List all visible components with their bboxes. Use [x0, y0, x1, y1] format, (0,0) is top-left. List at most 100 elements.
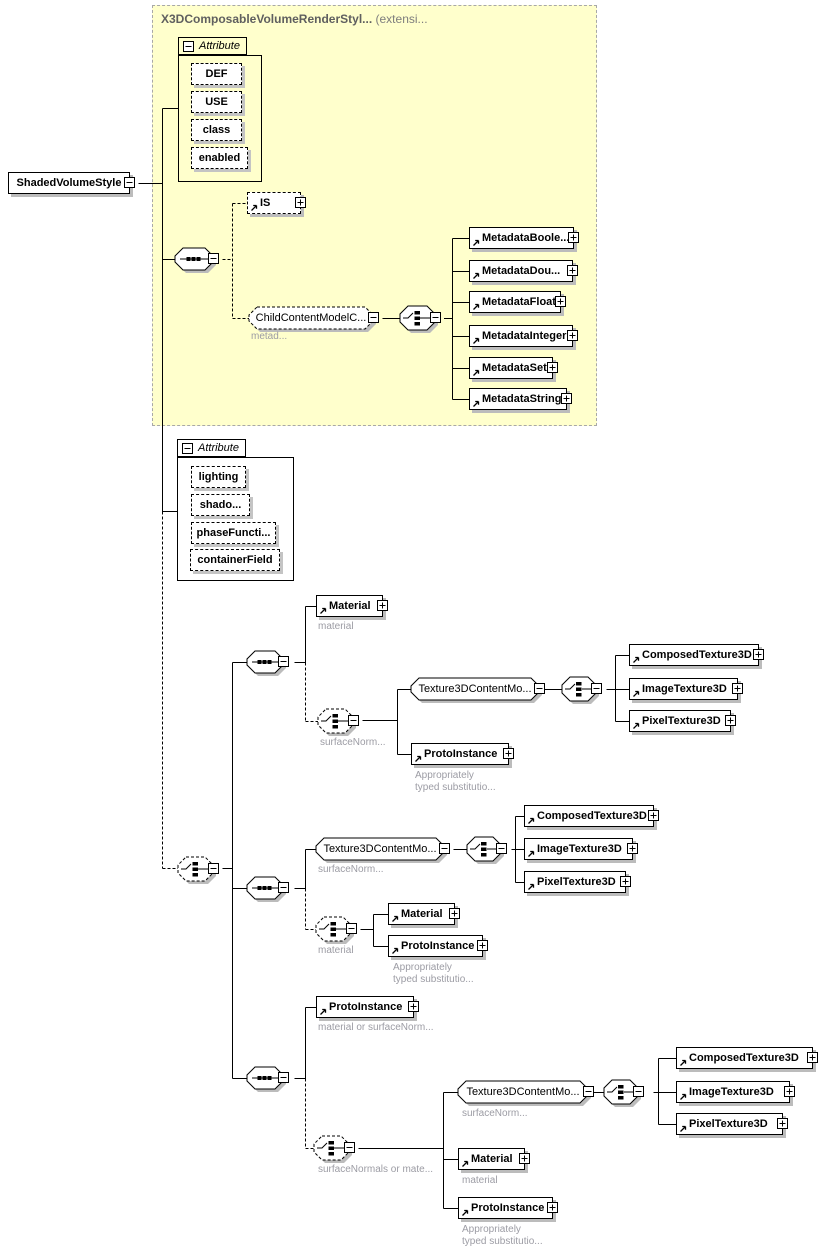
expand-icon[interactable]	[627, 843, 638, 854]
expand-icon[interactable]	[561, 393, 572, 404]
choice-icon[interactable]	[399, 305, 441, 333]
collapse-icon[interactable]	[534, 683, 545, 694]
collapse-icon[interactable]	[278, 656, 289, 667]
element-material-2[interactable]: Material	[388, 903, 460, 925]
attribute-class[interactable]: class	[191, 119, 242, 141]
sequence-icon[interactable]	[174, 247, 219, 273]
collapse-icon[interactable]	[182, 442, 193, 454]
expand-icon[interactable]	[408, 1001, 419, 1012]
model-texture3dcontent-3[interactable]: Texture3DContentMo...	[457, 1080, 594, 1106]
expand-icon[interactable]	[449, 908, 460, 919]
attribute-use[interactable]: USE	[191, 91, 242, 113]
element-protoinstance-1[interactable]: ProtoInstance	[411, 743, 514, 765]
collapse-icon[interactable]	[348, 715, 359, 726]
element-metadataboolean[interactable]: MetadataBoole...	[469, 227, 579, 249]
collapse-icon[interactable]	[591, 683, 602, 694]
attribute-phasefunction[interactable]: phaseFuncti...	[191, 522, 276, 544]
element-composedtexture3d-2[interactable]: ComposedTexture3D	[524, 805, 659, 827]
element-material-3[interactable]: Material	[458, 1148, 530, 1170]
element-metadatafloat[interactable]: MetadataFloat	[469, 291, 566, 313]
element-imagetexture3d-1[interactable]: ImageTexture3D	[629, 678, 743, 700]
element-ref-arrow-icon	[527, 882, 536, 891]
expand-icon[interactable]	[807, 1052, 818, 1063]
collapse-icon[interactable]	[124, 177, 135, 188]
element-label: ProtoInstance	[424, 748, 498, 760]
model-texture3dcontent-2[interactable]: Texture3DContentMo...	[315, 837, 450, 863]
expand-icon[interactable]	[568, 232, 579, 243]
model-childcontentmodel[interactable]: ChildContentModelC...	[248, 306, 379, 332]
expand-icon[interactable]	[377, 600, 388, 611]
element-material-1[interactable]: Material	[316, 595, 388, 617]
expand-icon[interactable]	[777, 1118, 788, 1129]
sequence-icon-2[interactable]	[246, 876, 289, 902]
choice-icon-texture-2[interactable]	[466, 836, 507, 864]
choice-icon-main[interactable]	[177, 856, 219, 884]
attribute-group-base-tab[interactable]: Attribute	[178, 37, 247, 55]
solid-connectors	[138, 108, 676, 1209]
sequence-icon-1[interactable]	[246, 650, 289, 676]
element-pixeltexture3d-2[interactable]: PixelTexture3D	[524, 871, 631, 893]
expand-icon[interactable]	[620, 876, 631, 887]
choice-icon-texture-1[interactable]	[561, 676, 602, 704]
element-label: Material	[329, 600, 371, 612]
expand-icon[interactable]	[648, 810, 659, 821]
choice-icon-texture-3[interactable]	[603, 1079, 644, 1107]
choice-icon-surfacenormals-1[interactable]	[317, 708, 359, 736]
expand-icon[interactable]	[732, 683, 743, 694]
collapse-icon[interactable]	[278, 882, 289, 893]
element-metadatainteger[interactable]: MetadataInteger	[469, 325, 578, 347]
attribute-enabled[interactable]: enabled	[191, 147, 248, 169]
choice-icon-material-2[interactable]	[315, 916, 357, 944]
expand-icon[interactable]	[503, 748, 514, 759]
collapse-icon[interactable]	[368, 312, 379, 323]
attribute-shadows[interactable]: shado...	[191, 494, 250, 516]
collapse-icon[interactable]	[346, 923, 357, 934]
element-metadatadouble[interactable]: MetadataDou...	[469, 260, 578, 282]
element-protoinstance-2[interactable]: ProtoInstance	[388, 935, 488, 957]
attribute-def[interactable]: DEF	[191, 63, 242, 85]
model-texture3dcontent-1[interactable]: Texture3DContentMo...	[410, 677, 545, 703]
collapse-icon[interactable]	[208, 863, 219, 874]
expand-icon[interactable]	[567, 265, 578, 276]
sequence-icon-3[interactable]	[246, 1066, 289, 1092]
element-protoinstance-3-top[interactable]: ProtoInstance	[316, 996, 419, 1018]
collapse-icon[interactable]	[583, 1086, 594, 1097]
element-composedtexture3d-1[interactable]: ComposedTexture3D	[629, 644, 764, 666]
attribute-lighting[interactable]: lighting	[191, 466, 246, 488]
collapse-icon[interactable]	[439, 843, 450, 854]
expand-icon[interactable]	[477, 940, 488, 951]
collapse-icon[interactable]	[496, 843, 507, 854]
collapse-icon[interactable]	[633, 1086, 644, 1097]
element-metadataset[interactable]: MetadataSet	[469, 357, 558, 379]
element-ref-arrow-icon	[391, 914, 400, 923]
expand-icon[interactable]	[555, 296, 566, 307]
expand-icon[interactable]	[547, 362, 558, 373]
expand-icon[interactable]	[753, 649, 764, 660]
attribute-group-main-tab[interactable]: Attribute	[177, 439, 246, 457]
expand-icon[interactable]	[295, 197, 306, 208]
attribute-containerfield[interactable]: containerField	[190, 549, 280, 571]
expand-icon[interactable]	[725, 715, 736, 726]
element-ref-arrow-icon	[632, 655, 641, 664]
expand-icon[interactable]	[547, 1202, 558, 1213]
expand-icon[interactable]	[567, 330, 578, 341]
collapse-icon[interactable]	[430, 312, 441, 323]
element-protoinstance-3[interactable]: ProtoInstance	[458, 1197, 558, 1219]
element-imagetexture3d-2[interactable]: ImageTexture3D	[524, 838, 638, 860]
expand-icon[interactable]	[519, 1153, 530, 1164]
element-imagetexture3d-3[interactable]: ImageTexture3D	[676, 1081, 795, 1103]
collapse-icon[interactable]	[278, 1072, 289, 1083]
element-is[interactable]: IS	[247, 192, 306, 214]
choice-icon-surfacenormals-3[interactable]	[313, 1135, 355, 1163]
element-composedtexture3d-3[interactable]: ComposedTexture3D	[676, 1047, 818, 1069]
collapse-icon[interactable]	[183, 40, 194, 52]
element-pixeltexture3d-1[interactable]: PixelTexture3D	[629, 710, 736, 732]
expand-icon[interactable]	[784, 1086, 795, 1097]
element-metadatastring[interactable]: MetadataString	[469, 388, 572, 410]
collapse-icon[interactable]	[344, 1142, 355, 1153]
annotation-proto-1: Appropriately typed substitutio...	[415, 770, 496, 794]
collapse-icon[interactable]	[208, 253, 219, 264]
element-shadedvolumestyle[interactable]: ShadedVolumeStyle	[8, 172, 135, 194]
element-pixeltexture3d-3[interactable]: PixelTexture3D	[676, 1113, 788, 1135]
